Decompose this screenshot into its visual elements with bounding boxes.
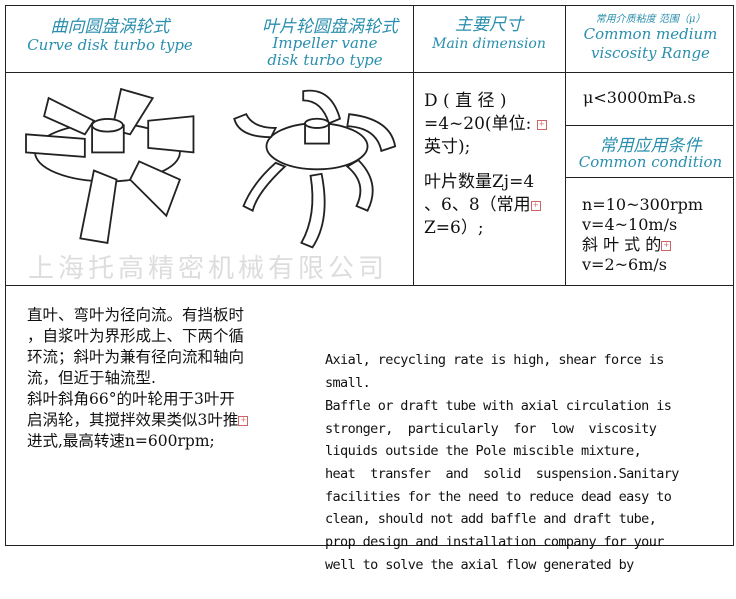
header-col3-en: Main dimension bbox=[432, 36, 546, 52]
impeller-vane-disk-turbo-image bbox=[233, 89, 397, 249]
table-border bbox=[5, 5, 734, 546]
cell-divider bbox=[565, 125, 734, 126]
watermark: 上海托高精密机械有限公司 bbox=[28, 254, 389, 284]
header-col4-cn: 常用介质粘度 范围（μ） bbox=[595, 14, 706, 25]
cell-divider bbox=[565, 177, 734, 178]
viscosity-range: μ<3000mPa.s bbox=[583, 88, 696, 107]
expand-icon[interactable]: + bbox=[238, 416, 249, 426]
expand-icon[interactable]: + bbox=[536, 119, 547, 130]
col-divider bbox=[413, 5, 414, 285]
row-divider bbox=[5, 72, 734, 73]
col-divider bbox=[565, 5, 566, 285]
description-en: Axial, recycling rate is high, shear for… bbox=[325, 352, 679, 573]
header-col3-cn: 主要尺寸 bbox=[455, 15, 523, 35]
row-divider bbox=[5, 285, 734, 286]
expand-icon[interactable]: + bbox=[530, 200, 541, 211]
header-col2-cn: 叶片轮圆盘涡轮式 bbox=[262, 17, 398, 37]
main-dimension-text: D ( 直 径 ) =4~20(单位: + 英寸); 叶片数量Zj=4 、6、8… bbox=[424, 90, 564, 240]
condition-header-cn: 常用应用条件 bbox=[599, 136, 702, 156]
expand-icon[interactable]: + bbox=[661, 240, 672, 251]
description-cn: 直叶、弯叶为径向流。有挡板时，自浆叶为界形成上、下两个循环流；斜叶为兼有径向流和… bbox=[27, 305, 249, 452]
header-col1-cn: 曲向圆盘涡轮式 bbox=[50, 17, 170, 37]
header-col1-en: Curve disk turbo type bbox=[27, 36, 193, 54]
curve-disk-turbo-image bbox=[25, 87, 195, 244]
condition-header-en: Common condition bbox=[578, 153, 723, 171]
